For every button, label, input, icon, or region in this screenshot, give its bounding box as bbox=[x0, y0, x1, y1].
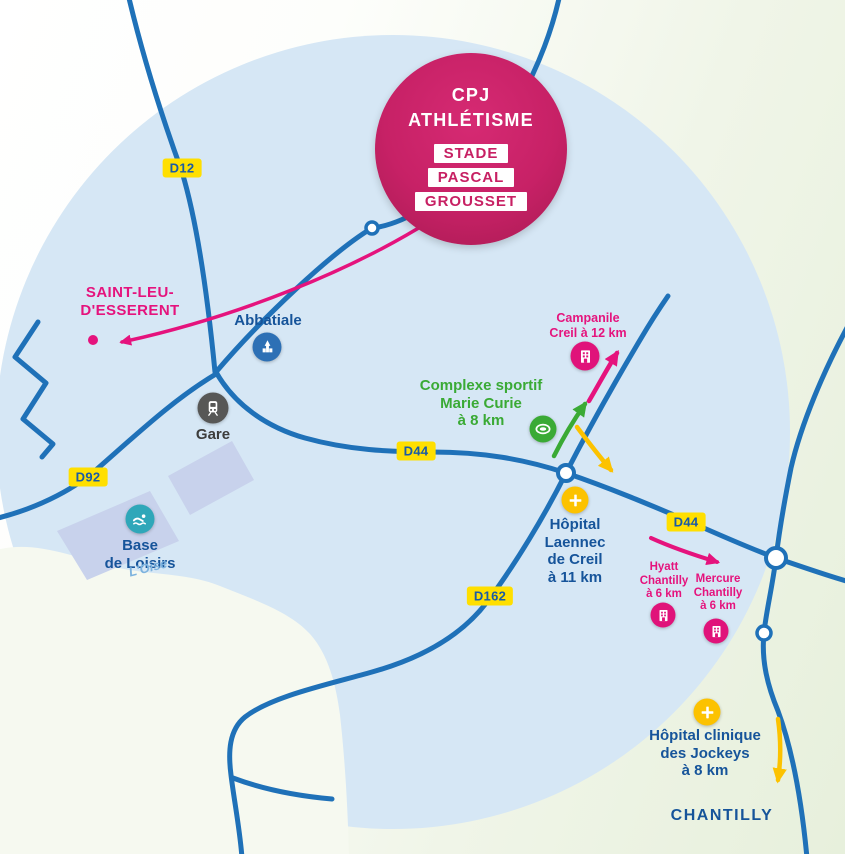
roundabout bbox=[755, 624, 773, 642]
base-line2: de Loisirs bbox=[104, 554, 176, 572]
abbatiale-text: Abbatiale bbox=[234, 312, 302, 329]
road-label-d12: D12 bbox=[162, 158, 202, 178]
badge-org-line1: CPJ bbox=[451, 85, 491, 105]
badge-venue-line2: PASCAL bbox=[427, 167, 515, 187]
gare-label: Gare bbox=[196, 426, 230, 444]
land-parcel bbox=[168, 441, 254, 515]
complexe-line1: Complexe sportif bbox=[419, 377, 543, 394]
hyatt-line1: Hyatt bbox=[649, 561, 679, 573]
hyatt-line2: Chantilly bbox=[639, 574, 689, 587]
chantilly-text: CHANTILLY bbox=[670, 807, 774, 824]
church-icon bbox=[262, 339, 272, 352]
road-to-creil bbox=[563, 293, 671, 476]
junction-node bbox=[556, 463, 576, 483]
road-chantilly bbox=[760, 326, 845, 854]
laennec-line3: de Creil bbox=[547, 551, 603, 569]
complexe-line2: Marie Curie bbox=[440, 394, 522, 412]
complexe-sportif-label: Complexe sportif Marie Curie à 8 km bbox=[420, 377, 543, 430]
base-de-loisirs-marker bbox=[125, 504, 155, 534]
gare-marker bbox=[197, 392, 229, 424]
campanile-marker bbox=[570, 341, 600, 371]
stadium-icon bbox=[535, 423, 551, 435]
hyatt-label: Hyatt Chantilly à 6 km bbox=[640, 561, 689, 602]
hospital-cross-icon bbox=[569, 494, 581, 506]
laennec-line2: Laennec bbox=[544, 533, 606, 551]
mercure-line1: Mercure bbox=[695, 573, 741, 585]
hopital-laennec-label: Hôpital Laennec de Creil à 11 km bbox=[545, 516, 606, 587]
campanile-line1: Campanile bbox=[556, 311, 620, 325]
campanile-line2: Creil à 12 km bbox=[549, 325, 627, 340]
road-label-d44-east: D44 bbox=[666, 512, 706, 532]
hyatt-marker bbox=[650, 602, 676, 628]
gare-text: Gare bbox=[195, 426, 231, 443]
hotel-building-icon bbox=[659, 609, 667, 621]
mercure-marker bbox=[703, 618, 729, 644]
abbatiale-marker bbox=[252, 332, 282, 362]
train-icon bbox=[208, 401, 218, 416]
jockeys-line3: à 8 km bbox=[681, 762, 729, 780]
arrow-to-saint-leu bbox=[119, 219, 432, 346]
complexe-line3: à 8 km bbox=[457, 412, 505, 430]
river-bank-area bbox=[0, 546, 349, 854]
complexe-sportif-marker bbox=[529, 415, 557, 443]
road-label-d162: D162 bbox=[466, 586, 514, 606]
hopital-jockeys-label: Hôpital clinique des Jockeys à 8 km bbox=[649, 727, 761, 780]
badge-venue-line1: STADE bbox=[433, 143, 509, 163]
hopital-laennec-marker bbox=[561, 486, 589, 514]
road-d162 bbox=[227, 470, 569, 854]
saint-leu-line2: D'ESSERENT bbox=[80, 301, 180, 319]
base-de-loisirs-label: Base de Loisirs bbox=[105, 537, 176, 572]
arrow-to-jockeys bbox=[772, 716, 787, 784]
road-saint-leu bbox=[12, 319, 56, 460]
mercure-line3: à 6 km bbox=[700, 600, 736, 613]
arrow-to-campanile bbox=[586, 349, 620, 404]
hopital-jockeys-marker bbox=[693, 698, 721, 726]
hotel-building-icon bbox=[712, 625, 720, 637]
badge-org-line2: ATHLÉTISME bbox=[408, 110, 534, 130]
event-badge: CPJ ATHLÉTISME STADE PASCAL GROUSSET bbox=[375, 53, 567, 245]
jockeys-line2: des Jockeys bbox=[660, 744, 750, 762]
arrow-to-complexe bbox=[551, 401, 588, 459]
hospital-cross-icon bbox=[701, 706, 713, 718]
chantilly-label: CHANTILLY bbox=[671, 807, 774, 826]
saint-leu-line1: SAINT-LEU- bbox=[85, 284, 175, 301]
road-branch-south bbox=[230, 775, 335, 802]
laennec-line1: Hôpital bbox=[549, 516, 601, 533]
saint-leu-label: SAINT-LEU- D'ESSERENT bbox=[80, 284, 179, 319]
campanile-label: Campanile Creil à 12 km bbox=[549, 311, 626, 341]
hyatt-line3: à 6 km bbox=[646, 588, 682, 601]
swimmer-icon bbox=[132, 514, 146, 526]
arrow-d44-east bbox=[574, 424, 614, 473]
base-line1: Base bbox=[122, 537, 158, 554]
laennec-line4: à 11 km bbox=[547, 569, 603, 587]
junction-node bbox=[364, 220, 380, 236]
mercure-label: Mercure Chantilly à 6 km bbox=[694, 573, 743, 614]
road-label-d44-west: D44 bbox=[396, 441, 436, 461]
abbatiale-label: Abbatiale bbox=[234, 312, 302, 330]
jockeys-line1: Hôpital clinique bbox=[649, 727, 761, 744]
road-label-d92: D92 bbox=[68, 467, 108, 487]
hotel-building-icon bbox=[580, 349, 590, 363]
badge-venue-line3: GROUSSET bbox=[414, 191, 528, 211]
roundabout bbox=[764, 546, 788, 570]
saint-leu-destination-dot bbox=[88, 335, 98, 345]
mercure-line2: Chantilly bbox=[693, 586, 743, 599]
arrow-to-hotels bbox=[649, 536, 721, 566]
